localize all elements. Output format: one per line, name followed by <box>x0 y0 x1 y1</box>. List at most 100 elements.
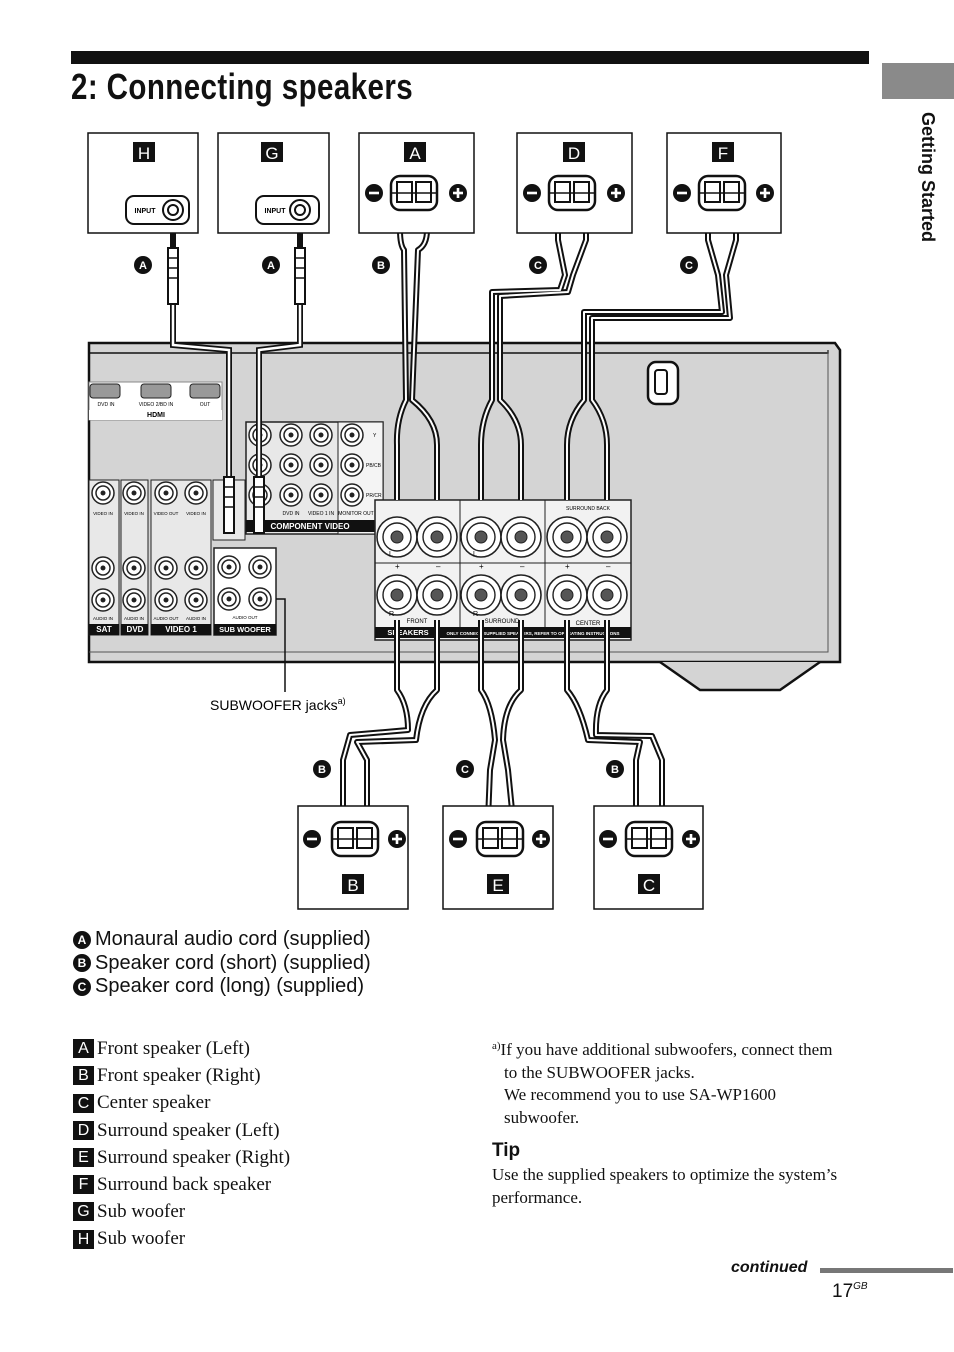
input-label: INPUT <box>135 208 157 215</box>
page-title: 2: Connecting speakers <box>71 66 414 107</box>
polarity-label: – <box>520 562 525 571</box>
speaker-box-d: D <box>516 132 633 234</box>
box-letter: E <box>492 876 503 895</box>
box-letter: D <box>568 144 580 163</box>
lr-label: R <box>473 611 478 618</box>
cord-marker: B <box>318 764 326 776</box>
speaker-box-f: F <box>666 132 782 234</box>
jack-label: AUDIO IN <box>93 616 113 621</box>
speaker-mark: C <box>73 1093 94 1113</box>
power-cord-icon <box>646 360 680 406</box>
speakers-warning: ONLY CONNECT SUPPLIED SPEAKERS, REFER TO… <box>446 631 619 636</box>
footnote-line: subwoofer. <box>504 1108 580 1128</box>
box-letter: G <box>265 144 278 163</box>
jack-label: AUDIO IN <box>124 616 144 621</box>
footnote-line: If you have additional subwoofers, conne… <box>500 1040 833 1059</box>
box-letter: H <box>138 144 150 163</box>
component-side-label: Y <box>373 433 377 439</box>
lr-label: L <box>473 551 477 558</box>
hdmi-jack-label: DVD IN <box>98 402 115 408</box>
footnote-line: to the SUBWOOFER jacks. <box>504 1062 695 1082</box>
speaker-mark: A <box>73 1039 94 1059</box>
speaker-text: Sub woofer <box>97 1201 186 1223</box>
legend-text: Speaker cord (long) (supplied) <box>95 975 365 997</box>
cord-marker: B <box>377 260 385 272</box>
lr-label: L <box>389 551 393 558</box>
cord-marker: A <box>267 260 275 272</box>
legend-text: Monaural audio cord (supplied) <box>95 928 371 950</box>
group-label: SUB WOOFER <box>219 625 271 634</box>
jack-label: VIDEO OUT <box>154 511 179 516</box>
hdmi-section: DVD IN VIDEO 2/BD IN OUT HDMI <box>88 381 223 421</box>
component-jack-label: DVD IN <box>283 511 300 517</box>
box-letter: A <box>409 144 421 163</box>
subwoofer-jacks-label: SUBWOOFER jacksa) <box>210 696 346 713</box>
speaker-text: Surround speaker (Right) <box>97 1146 291 1168</box>
hdmi-label: HDMI <box>147 412 165 419</box>
component-video-label: COMPONENT VIDEO <box>270 522 349 531</box>
component-video-section: Y PB/CB PR/CR DVD IN VIDEO 1 IN MONITOR … <box>245 421 384 535</box>
cord-marker: A <box>139 260 147 272</box>
speaker-text: Front speaker (Right) <box>97 1065 261 1087</box>
component-jack-label: MONITOR OUT <box>338 511 373 517</box>
speaker-mark: H <box>73 1229 94 1249</box>
hdmi-jack-label: OUT <box>200 402 211 408</box>
polarity-label: + <box>479 562 484 571</box>
group-label: SAT <box>96 625 112 634</box>
speaker-mark: G <box>73 1202 94 1222</box>
cord-markers-bottom: B C B <box>313 760 624 778</box>
cord-marker: C <box>685 260 693 272</box>
footnote-mark: a) <box>492 1040 501 1052</box>
cord-mark: A <box>73 930 91 949</box>
jack-label: AUDIO IN <box>186 616 206 621</box>
speaker-mark: F <box>73 1175 94 1195</box>
speaker-box-a: A <box>358 132 475 234</box>
jack-label: VIDEO IN <box>186 511 206 516</box>
continued-rule <box>820 1268 953 1273</box>
speaker-text: Surround speaker (Left) <box>97 1119 280 1141</box>
section-tab <box>882 63 954 99</box>
jack-label: AUDIO OUT <box>153 616 178 621</box>
footnote-line: We recommend you to use SA-WP1600 <box>504 1085 776 1105</box>
cord-markers-top: A A B C C <box>134 256 698 274</box>
receiver-panel: DVD IN VIDEO 2/BD IN OUT HDMI Y PB/CB PR… <box>87 341 842 692</box>
hdmi-jack-label: VIDEO 2/BD IN <box>139 402 174 408</box>
speaker-text: Front speaker (Left) <box>97 1038 250 1059</box>
input-jack-groups: VIDEO IN VIDEO IN VIDEO OUT VIDEO IN AUD… <box>88 479 277 636</box>
lr-label: R <box>389 611 394 618</box>
jack-label: AUDIO OUT <box>232 615 257 620</box>
cord-mark: B <box>73 954 91 973</box>
component-jack-label: VIDEO 1 IN <box>308 511 335 517</box>
connection-diagram: DVD IN VIDEO 2/BD IN OUT HDMI Y PB/CB PR… <box>87 132 842 910</box>
polarity-label: + <box>395 562 400 571</box>
speaker-label: SURROUND BACK <box>566 506 611 512</box>
component-side-label: PR/CR <box>366 493 382 499</box>
jack-label: VIDEO IN <box>124 511 144 516</box>
speaker-terminal-panel: SURROUND BACK L L R R + – + – + – FRONT … <box>374 499 632 641</box>
speaker-box-c: C <box>593 805 704 910</box>
tip-text: Use the supplied speakers to optimize th… <box>492 1165 838 1207</box>
cord-marker: C <box>534 260 542 272</box>
cord-mark: C <box>73 977 91 996</box>
speaker-text: Sub woofer <box>97 1228 186 1250</box>
cord-marker: C <box>461 764 469 776</box>
polarity-label: – <box>436 562 441 571</box>
polarity-label: + <box>565 562 570 571</box>
section-tab-label: Getting Started <box>918 112 938 243</box>
speaker-section-label: FRONT <box>407 619 428 625</box>
box-letter: F <box>718 144 728 163</box>
input-label: INPUT <box>265 208 287 215</box>
top-rule <box>71 51 869 64</box>
jack-label: VIDEO IN <box>93 511 113 516</box>
speaker-section-label: SURROUND <box>485 619 520 625</box>
continued-label: continued <box>731 1259 808 1276</box>
